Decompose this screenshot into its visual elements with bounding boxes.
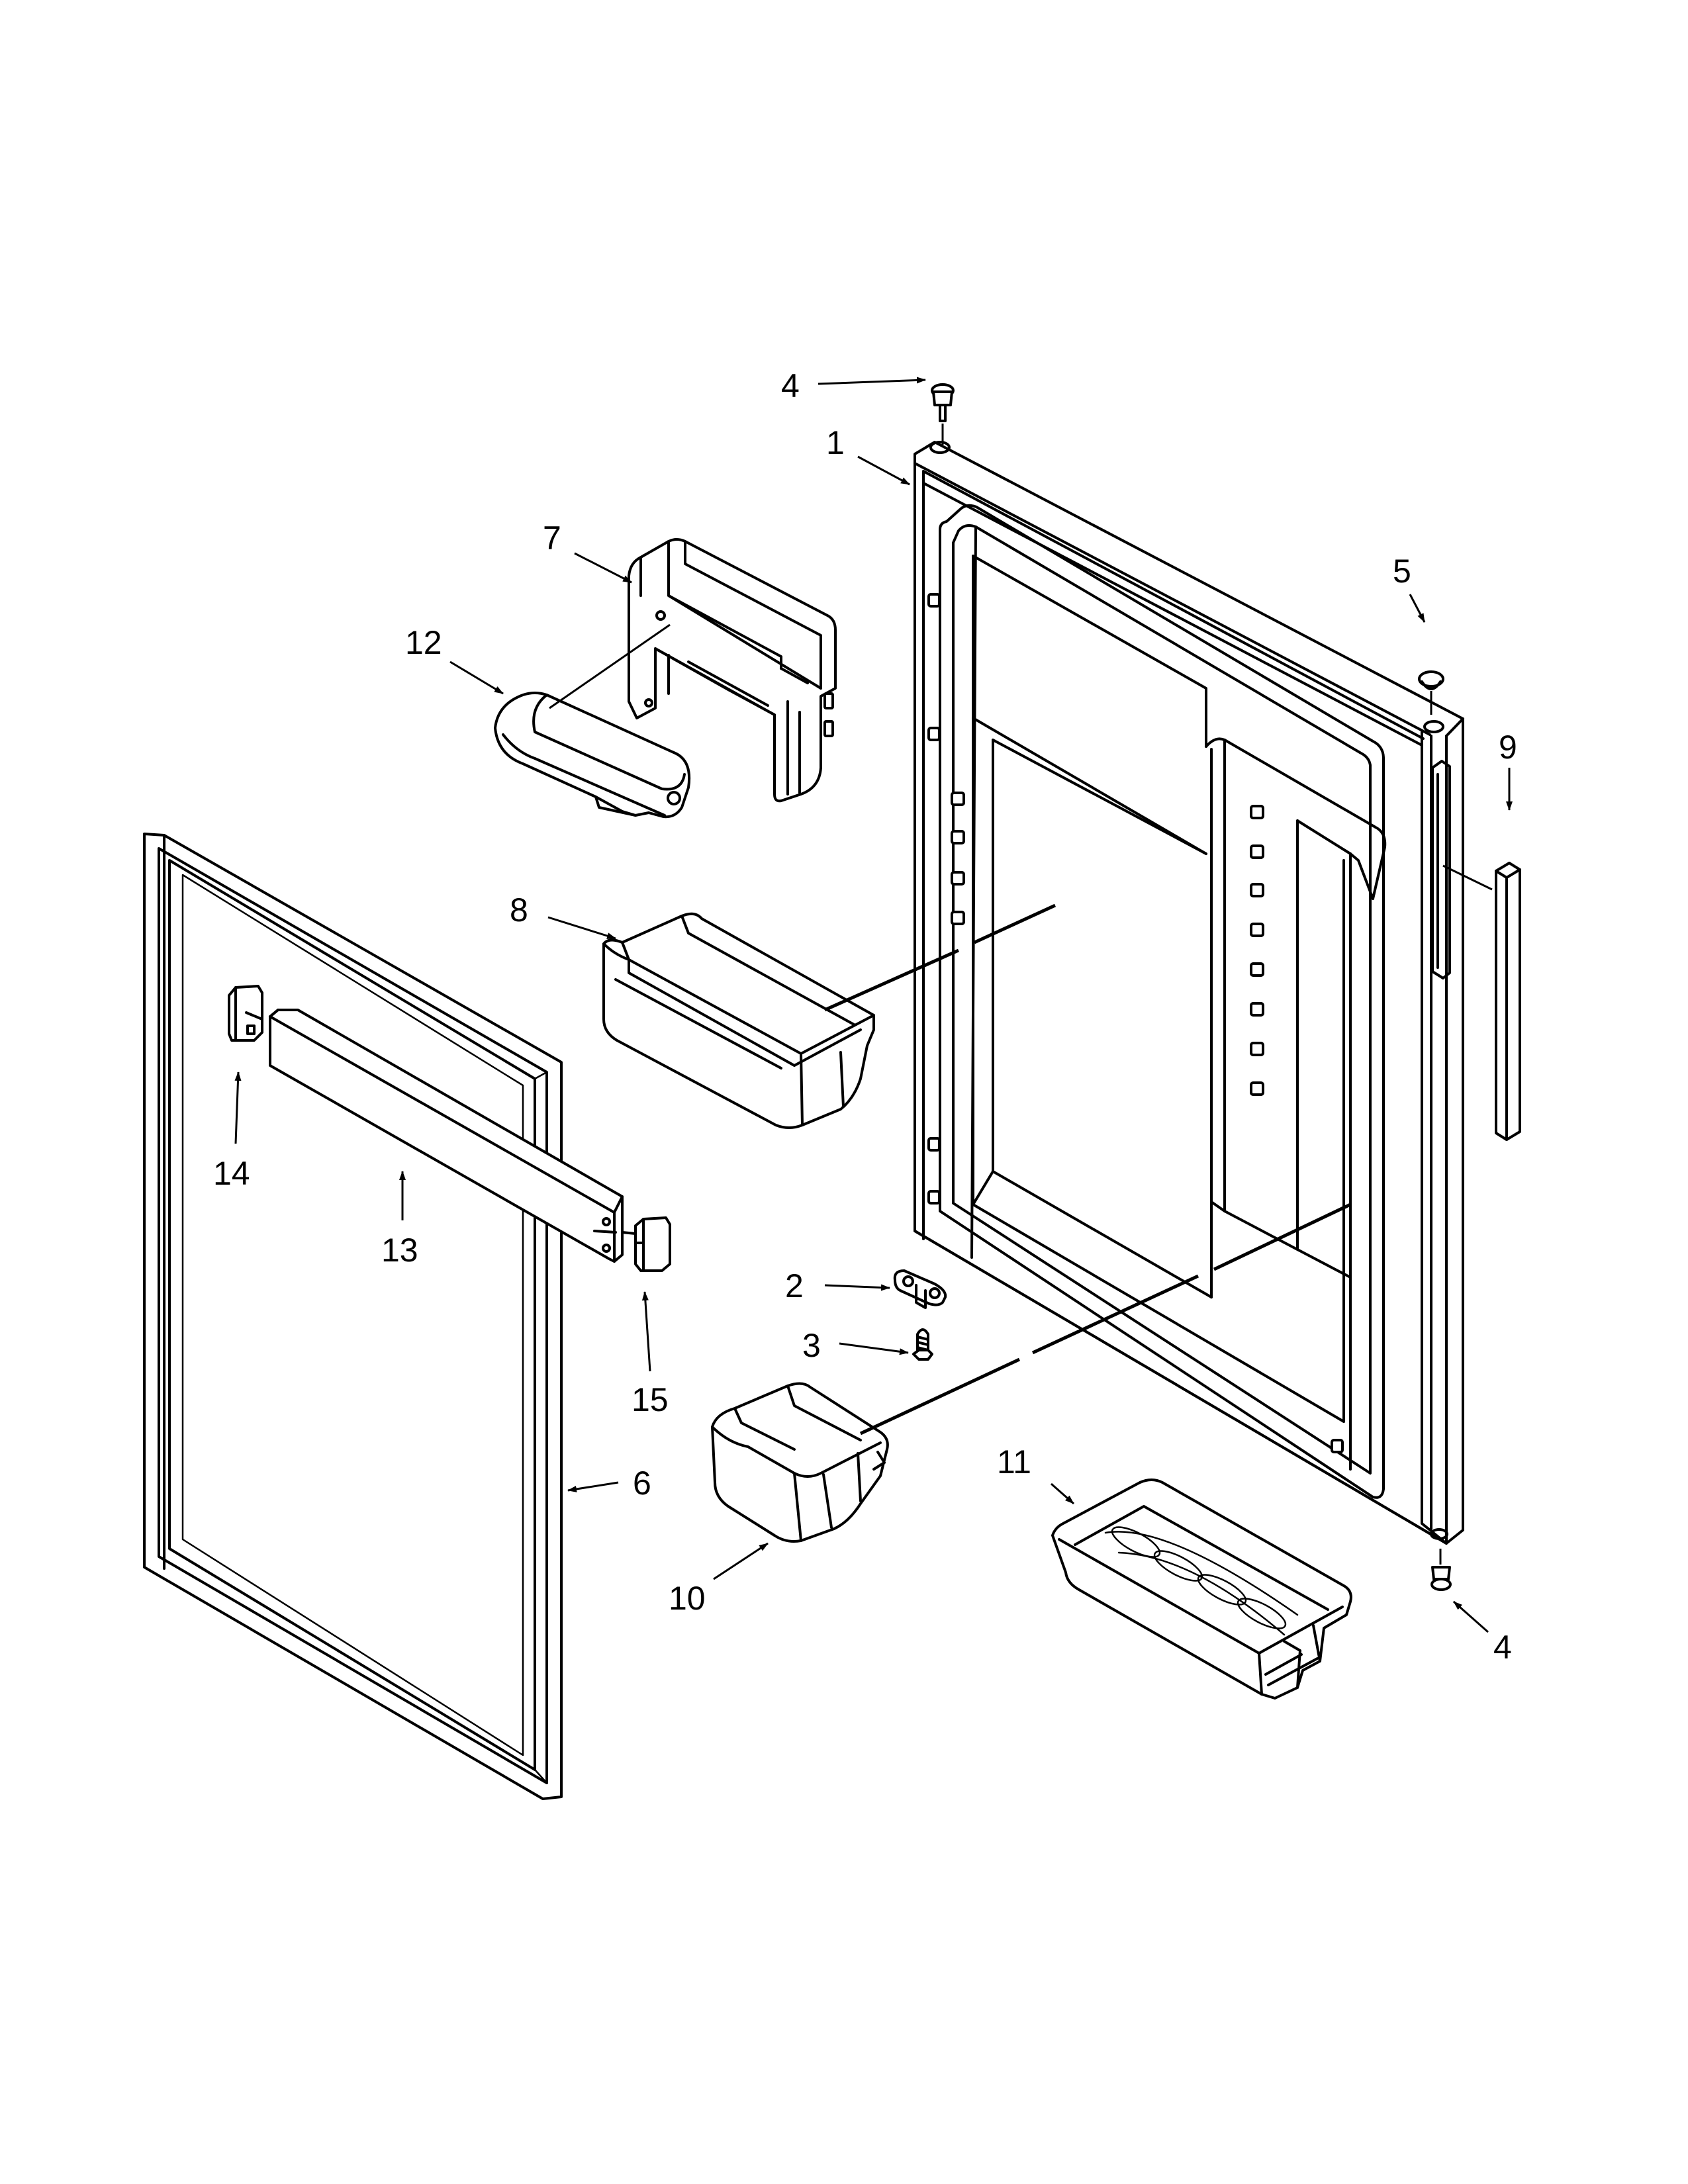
callout-10: 10 <box>669 1580 706 1617</box>
callout-11: 11 <box>997 1443 1031 1480</box>
door-gasket-part-6 <box>143 833 563 1800</box>
callout-7: 7 <box>543 520 561 557</box>
door-bin-part-8 <box>602 912 875 1129</box>
shelf-bar-part-13 <box>269 1009 624 1263</box>
hinge-pin-part-4-bottom <box>1430 1549 1452 1591</box>
egg-tray-icon <box>1104 1526 1299 1636</box>
callout-5: 5 <box>1393 553 1411 590</box>
dairy-door-part-12 <box>494 623 691 819</box>
hinge-bracket-part-2 <box>893 1269 947 1309</box>
callout-8: 8 <box>510 891 528 929</box>
crisper-basket-part-11 <box>1051 1479 1352 1700</box>
callout-9: 9 <box>1499 729 1517 766</box>
screw-part-3 <box>912 1328 933 1361</box>
callout-15: 15 <box>632 1381 669 1418</box>
callout-14: 14 <box>213 1155 250 1192</box>
callout-4-top: 4 <box>781 367 800 404</box>
shelf-clip-icon <box>927 593 1344 1453</box>
end-cap-part-14 <box>228 985 263 1042</box>
leader-arrows <box>234 377 1513 1633</box>
callout-12: 12 <box>405 624 442 661</box>
callout-2: 2 <box>785 1267 804 1304</box>
callout-13: 13 <box>381 1232 418 1269</box>
end-cap-part-15 <box>621 1216 671 1272</box>
handle-trim-part-9 <box>1442 862 1521 1141</box>
dairy-compartment-part-7 <box>628 538 837 803</box>
callout-3: 3 <box>802 1327 821 1364</box>
hinge-pin-part-4-top <box>931 383 955 445</box>
callout-labels: 4 1 7 12 5 9 8 14 13 2 3 15 6 11 10 4 <box>213 367 1517 1666</box>
door-assembly-part-1 <box>914 441 1464 1545</box>
callout-1: 1 <box>826 424 845 461</box>
callout-4-bottom: 4 <box>1493 1629 1512 1666</box>
callout-6: 6 <box>633 1465 651 1502</box>
plug-part-5 <box>1418 670 1444 715</box>
installation-lines <box>823 903 1352 1435</box>
lower-door-bin-part-10 <box>711 1382 889 1543</box>
